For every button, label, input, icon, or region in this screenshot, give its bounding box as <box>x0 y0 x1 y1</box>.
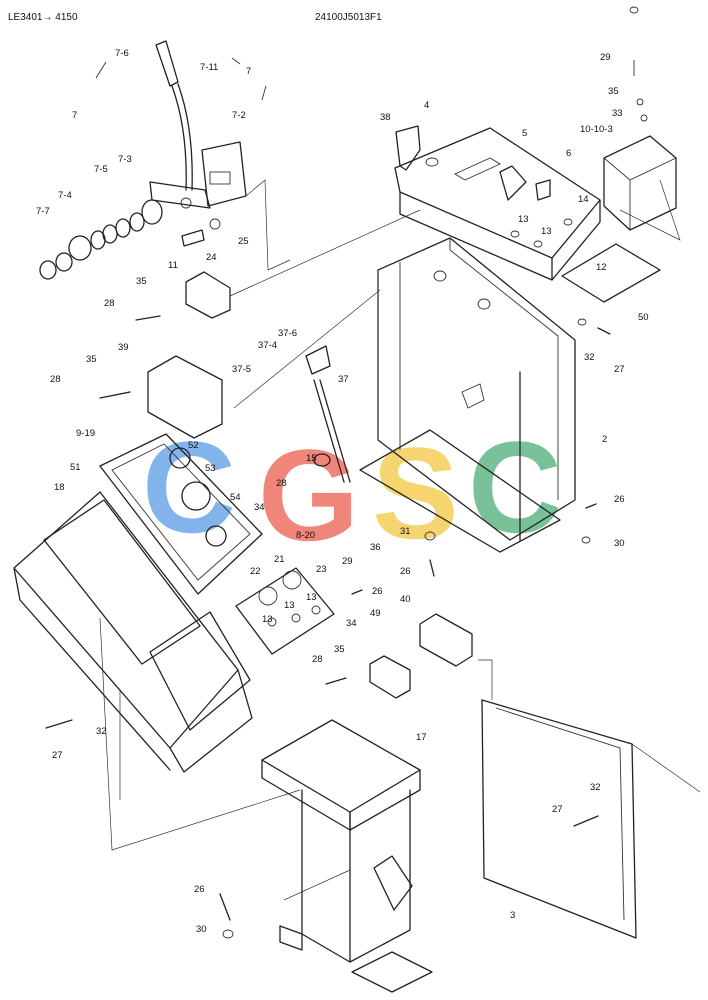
callout-label: 29 <box>342 556 353 567</box>
callout-label: 3 <box>510 910 515 921</box>
lever-assembly <box>39 40 267 280</box>
callout-label: 4 <box>424 100 429 111</box>
watermark-letter: S <box>372 420 459 566</box>
document-code-left: LE3401→ 4150 <box>8 12 78 23</box>
callout-label: 32 <box>584 352 595 363</box>
callout-label: 7-6 <box>115 48 129 59</box>
callout-label: 39 <box>118 342 129 353</box>
relays <box>147 271 473 699</box>
callout-label: 13 <box>541 226 552 237</box>
watermark-letter: C <box>468 414 562 560</box>
callout-label: 30 <box>196 924 207 935</box>
callout-label: 53 <box>205 463 216 474</box>
callout-label: 35 <box>334 644 345 655</box>
callout-label: 12 <box>596 262 607 273</box>
callout-label: 23 <box>316 564 327 575</box>
callout-label: 49 <box>370 608 381 619</box>
leader-lines <box>99 179 701 901</box>
callout-label: 13 <box>518 214 529 225</box>
callout-label: 25 <box>238 236 249 247</box>
callout-label: 13 <box>284 600 295 611</box>
callout-label: 18 <box>54 482 65 493</box>
switch-plate <box>235 567 335 655</box>
callout-label: 26 <box>372 586 383 597</box>
callout-label: 7-4 <box>58 190 72 201</box>
callout-label: 27 <box>52 750 63 761</box>
callout-label: 15 <box>306 453 317 464</box>
callout-label: 7-5 <box>94 164 108 175</box>
callout-label: 54 <box>230 492 241 503</box>
callout-label: 50 <box>638 312 649 323</box>
switch-box <box>561 6 677 303</box>
callout-label: 11 <box>168 260 178 271</box>
callout-label: 17 <box>416 732 427 743</box>
callout-label: 32 <box>590 782 601 793</box>
callout-label: 26 <box>400 566 411 577</box>
callout-label: 7-2 <box>232 110 246 121</box>
callout-label: 37 <box>338 374 349 385</box>
callout-label: 26 <box>614 494 625 505</box>
callout-label: 28 <box>312 654 323 665</box>
callout-label: 34 <box>346 618 357 629</box>
callout-label: 38 <box>380 112 391 123</box>
callout-label: 37-6 <box>278 328 297 339</box>
callout-label: 7 <box>72 110 77 121</box>
drawing-number: 24100J5013F1 <box>315 12 382 23</box>
callout-label: 8-20 <box>296 530 315 541</box>
callout-label: 51 <box>70 462 81 473</box>
callout-label: 30 <box>614 538 625 549</box>
callout-label: 22 <box>250 566 261 577</box>
callout-label: 7-7 <box>36 206 50 217</box>
callout-label: 9-19 <box>76 428 95 439</box>
callout-label: 37-5 <box>232 364 251 375</box>
instrument-panel <box>99 433 263 595</box>
watermark: C G S C <box>142 414 562 568</box>
callout-label: 31 <box>400 526 411 537</box>
pedestal <box>261 719 433 993</box>
callout-label: 27 <box>552 804 563 815</box>
callout-label: 29 <box>600 52 611 63</box>
callout-label: 21 <box>274 554 285 565</box>
callout-label: 35 <box>608 86 619 97</box>
callout-label: 6 <box>566 148 571 159</box>
callout-label: 14 <box>578 194 589 205</box>
callout-label: 35 <box>86 354 97 365</box>
watermark-letter: G <box>258 422 359 568</box>
callout-label: 10-10-3 <box>580 124 613 135</box>
bottom-panel <box>481 699 637 939</box>
callout-label: 24 <box>206 252 217 263</box>
callout-label: 32 <box>96 726 107 737</box>
callout-label: 5 <box>522 128 527 139</box>
callout-label: 36 <box>370 542 381 553</box>
main-frame <box>359 237 576 553</box>
callout-label: 35 <box>136 276 147 287</box>
callout-label: 28 <box>104 298 115 309</box>
callout-label: 37-4 <box>258 340 277 351</box>
callout-label: 34 <box>254 502 265 513</box>
callout-label: 40 <box>400 594 411 605</box>
top-cover-plate <box>394 125 601 281</box>
fasteners <box>45 315 611 939</box>
callout-label: 27 <box>614 364 625 375</box>
callout-label: 52 <box>188 440 199 451</box>
callout-labels: 7-6 7-11 7 7 7-2 7-3 7-5 7-4 7-7 24 25 3… <box>36 48 649 935</box>
callout-label: 13 <box>262 614 273 625</box>
callout-label: 7-11 <box>200 62 218 73</box>
callout-label: 7 <box>246 66 251 77</box>
callout-label: 7-3 <box>118 154 132 165</box>
callout-label: 28 <box>50 374 61 385</box>
watermark-letter: C <box>142 414 236 560</box>
callout-label: 33 <box>612 108 623 119</box>
callout-label: 28 <box>276 478 287 489</box>
callout-label: 2 <box>602 434 607 445</box>
callout-label: 13 <box>306 592 317 603</box>
callout-label: 26 <box>194 884 205 895</box>
